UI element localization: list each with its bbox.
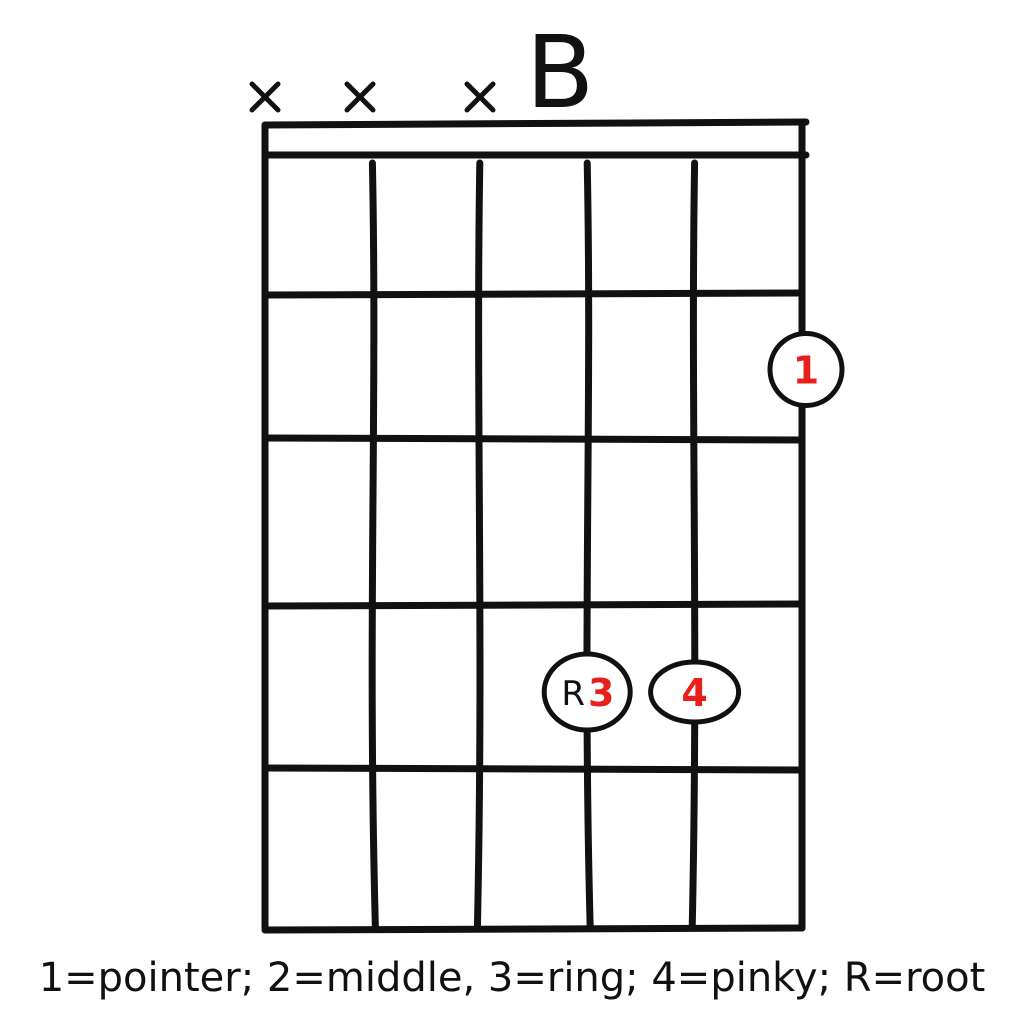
- chord-name: B: [526, 14, 595, 131]
- fret-line: [261, 764, 806, 774]
- fret-line: [261, 289, 806, 299]
- string-line: [473, 159, 484, 932]
- finger-legend: 1=pointer; 2=middle, 3=ring; 4=pinky; R=…: [38, 955, 986, 1001]
- finger-dot: 1: [767, 331, 845, 408]
- finger-number: 4: [681, 671, 707, 715]
- string-line: [688, 159, 699, 932]
- fret-line: [261, 924, 806, 934]
- finger-circle: [648, 659, 742, 725]
- fret-line: [261, 600, 806, 610]
- root-marker-label: R: [561, 674, 585, 714]
- muted-string-x-mark: [344, 81, 376, 113]
- muted-string-x-mark: [464, 81, 496, 113]
- root-finger-circle: [541, 651, 633, 733]
- nut-top-line: [261, 118, 810, 129]
- fretboard-grid: [261, 118, 810, 934]
- finger-number: 1: [793, 349, 819, 393]
- fret-line: [261, 434, 806, 444]
- finger-dot: 4: [648, 659, 742, 725]
- muted-string-markers: [249, 81, 496, 113]
- string-line: [583, 159, 594, 932]
- muted-string-x-mark: [249, 81, 281, 113]
- finger-number: 3: [588, 671, 614, 715]
- finger-circle: [767, 331, 845, 408]
- string-line: [368, 159, 379, 932]
